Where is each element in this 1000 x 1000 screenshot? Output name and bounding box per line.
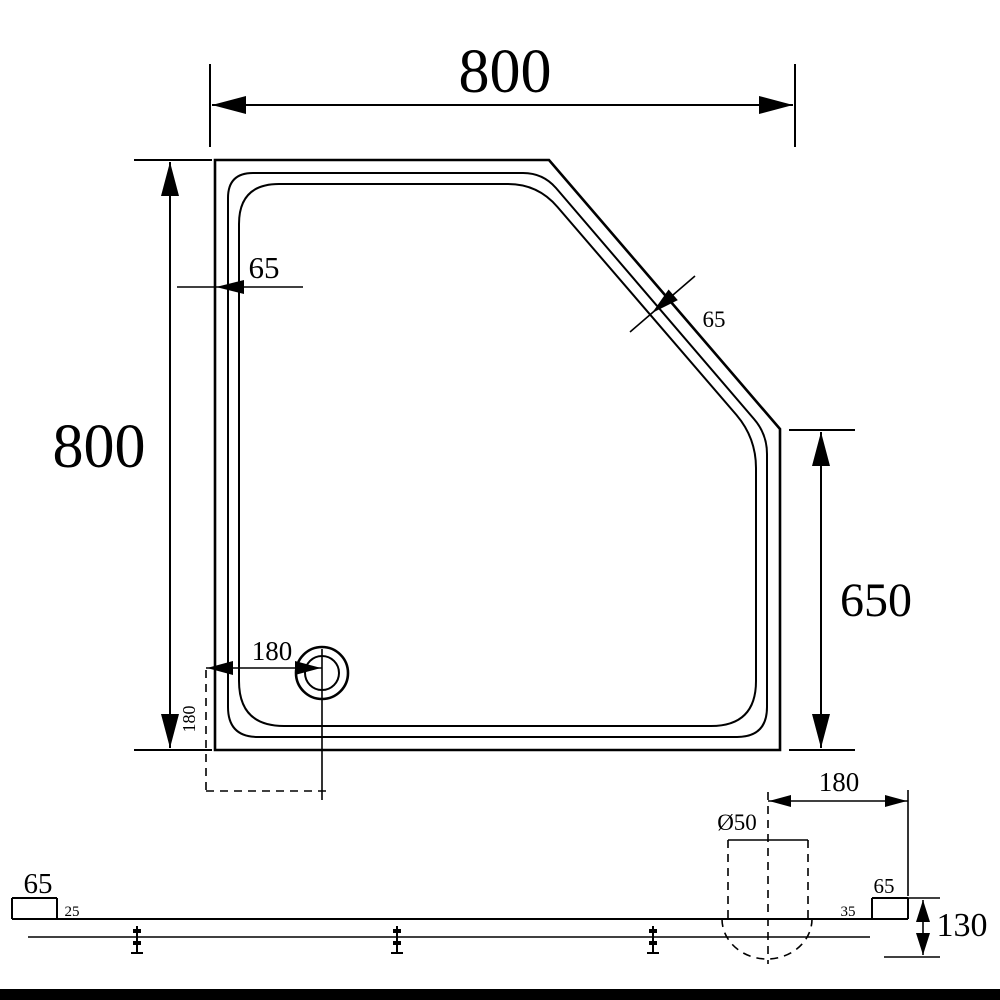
tray-inner-outline [238, 183, 757, 727]
dim-total-height-label: 130 [937, 907, 988, 944]
dim-right-thickness-label: 35 [841, 904, 856, 920]
arrowhead-left [212, 96, 246, 114]
section-view: 65 25 Ø50 65 35 180 130 [11, 767, 988, 964]
arrowhead-up [812, 432, 830, 466]
dim-drain-offset-label: 180 [819, 767, 860, 797]
dim-diagonal-rim-label: 65 [703, 307, 726, 332]
dim-drain-offset: 180 [768, 767, 909, 896]
dim-height-label: 800 [53, 413, 146, 481]
footer-bar [0, 989, 1000, 1000]
pocket-hidden-bowl [721, 918, 813, 960]
arrowhead-up [161, 162, 179, 196]
drain-pocket [721, 792, 813, 964]
dim-left-rim-label: 65 [24, 868, 53, 900]
dim-right-edge: 650 [789, 429, 912, 751]
dim-top-width: 800 [209, 38, 796, 147]
arrowhead-right [295, 661, 321, 675]
plan-view [213, 158, 782, 752]
dim-diagonal-rim: 65 [629, 275, 726, 333]
arrowhead [652, 289, 678, 313]
foot-nut [393, 929, 401, 933]
foot-nut [649, 941, 657, 945]
dim-left-thickness-label: 25 [65, 904, 80, 920]
foot-nut [133, 941, 141, 945]
arrowhead-left [207, 661, 233, 675]
adjustable-foot [131, 926, 143, 954]
foot-nut [393, 941, 401, 945]
arrowhead-left [216, 280, 244, 294]
dim-right-edge-label: 650 [840, 574, 912, 627]
adjustable-foot [647, 926, 659, 954]
dim-drain-y-label: 180 [179, 706, 199, 733]
arrowhead-down [161, 714, 179, 748]
dim-right-rim-label: 65 [874, 874, 895, 898]
arrowhead-down [916, 933, 930, 955]
tray-mid-outline [227, 172, 768, 738]
dim-rim-width: 65 [177, 250, 303, 294]
dim-left-height: 800 [53, 159, 212, 751]
arrowhead-up [916, 900, 930, 922]
arrowhead-right [759, 96, 793, 114]
arrowhead-left [769, 795, 791, 807]
arrowhead-down [812, 714, 830, 748]
dim-total-height: 130 [884, 897, 988, 958]
tray-outer-outline [213, 158, 782, 752]
foot-nut [133, 929, 141, 933]
arrowhead-right [885, 795, 907, 807]
dim-drain-position: 180 180 [179, 636, 326, 800]
dim-drain-x-label: 180 [252, 636, 293, 666]
dim-rim-width-label: 65 [249, 250, 280, 285]
foot-nut [649, 929, 657, 933]
drain-diameter-label: Ø50 [717, 810, 757, 835]
dim-width-label: 800 [459, 38, 552, 106]
adjustable-foot [391, 926, 403, 954]
